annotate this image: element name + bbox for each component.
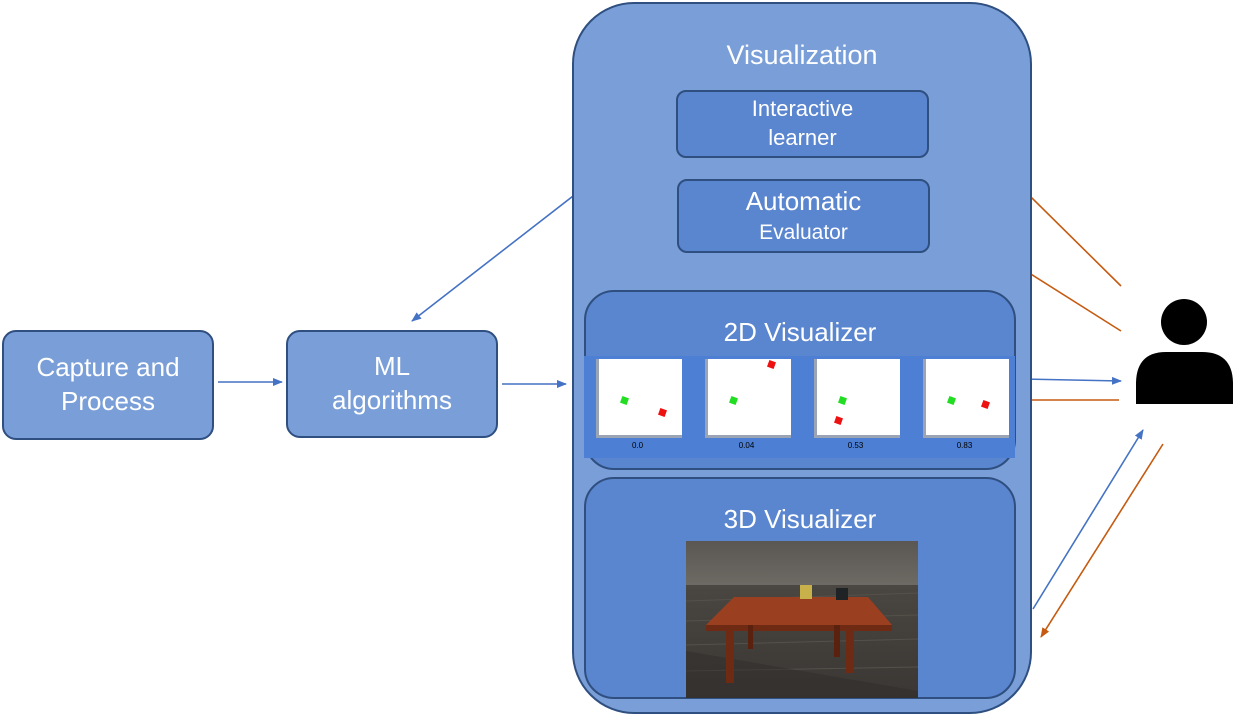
ml-box-line2: algorithms — [332, 385, 452, 415]
automatic-evaluator-box: Automatic Evaluator — [677, 179, 930, 253]
interactive-learner-box: Interactive learner — [676, 90, 929, 158]
3d-scene-image — [686, 541, 918, 698]
green-point — [947, 396, 956, 405]
capture-box-line1: Capture and — [36, 352, 180, 383]
scatter-plot-3 — [814, 359, 900, 438]
arrow-user-to-3d-visualizer — [1040, 443, 1164, 638]
green-point — [620, 396, 629, 405]
scatter-plot-1 — [596, 359, 682, 438]
table-top — [706, 597, 892, 625]
2d-visualizer-title: 2D Visualizer — [723, 317, 877, 347]
ml-algorithms-box: ML algorithms — [286, 330, 498, 438]
person-icon — [1136, 299, 1233, 404]
scatter-plot-2 — [705, 359, 791, 438]
scatter-plot-4 — [923, 359, 1009, 438]
plot-3-label: 0.53 — [847, 441, 864, 450]
arrow-3d-visualizer-to-user — [1032, 429, 1144, 610]
green-point — [838, 396, 847, 405]
3d-visualizer-title: 3D Visualizer — [723, 504, 877, 534]
yellow-cube — [800, 585, 812, 599]
red-point — [834, 416, 843, 425]
arrow-2d-visualizer-to-user — [1021, 376, 1122, 385]
capture-and-process-box: Capture and Process — [2, 330, 214, 440]
red-point — [981, 400, 990, 409]
2d-plots-strip: 0.0 0.04 0.53 0.83 — [584, 356, 1015, 458]
plot-4-label: 0.83 — [956, 441, 973, 450]
black-cube — [836, 588, 848, 600]
evaluator-line2: Evaluator — [759, 221, 848, 245]
capture-box-line2: Process — [61, 386, 155, 416]
ml-box-line1: ML — [373, 351, 411, 382]
green-point — [729, 396, 738, 405]
plot-2-label: 0.04 — [738, 441, 755, 450]
interactive-line2: learner — [768, 125, 837, 150]
red-point — [767, 360, 776, 369]
plot-1-label: 0.0 — [631, 441, 644, 450]
red-point — [658, 408, 667, 417]
interactive-line1: Interactive — [751, 96, 854, 122]
evaluator-line1: Automatic — [745, 186, 862, 217]
visualization-title: Visualization — [726, 40, 878, 70]
